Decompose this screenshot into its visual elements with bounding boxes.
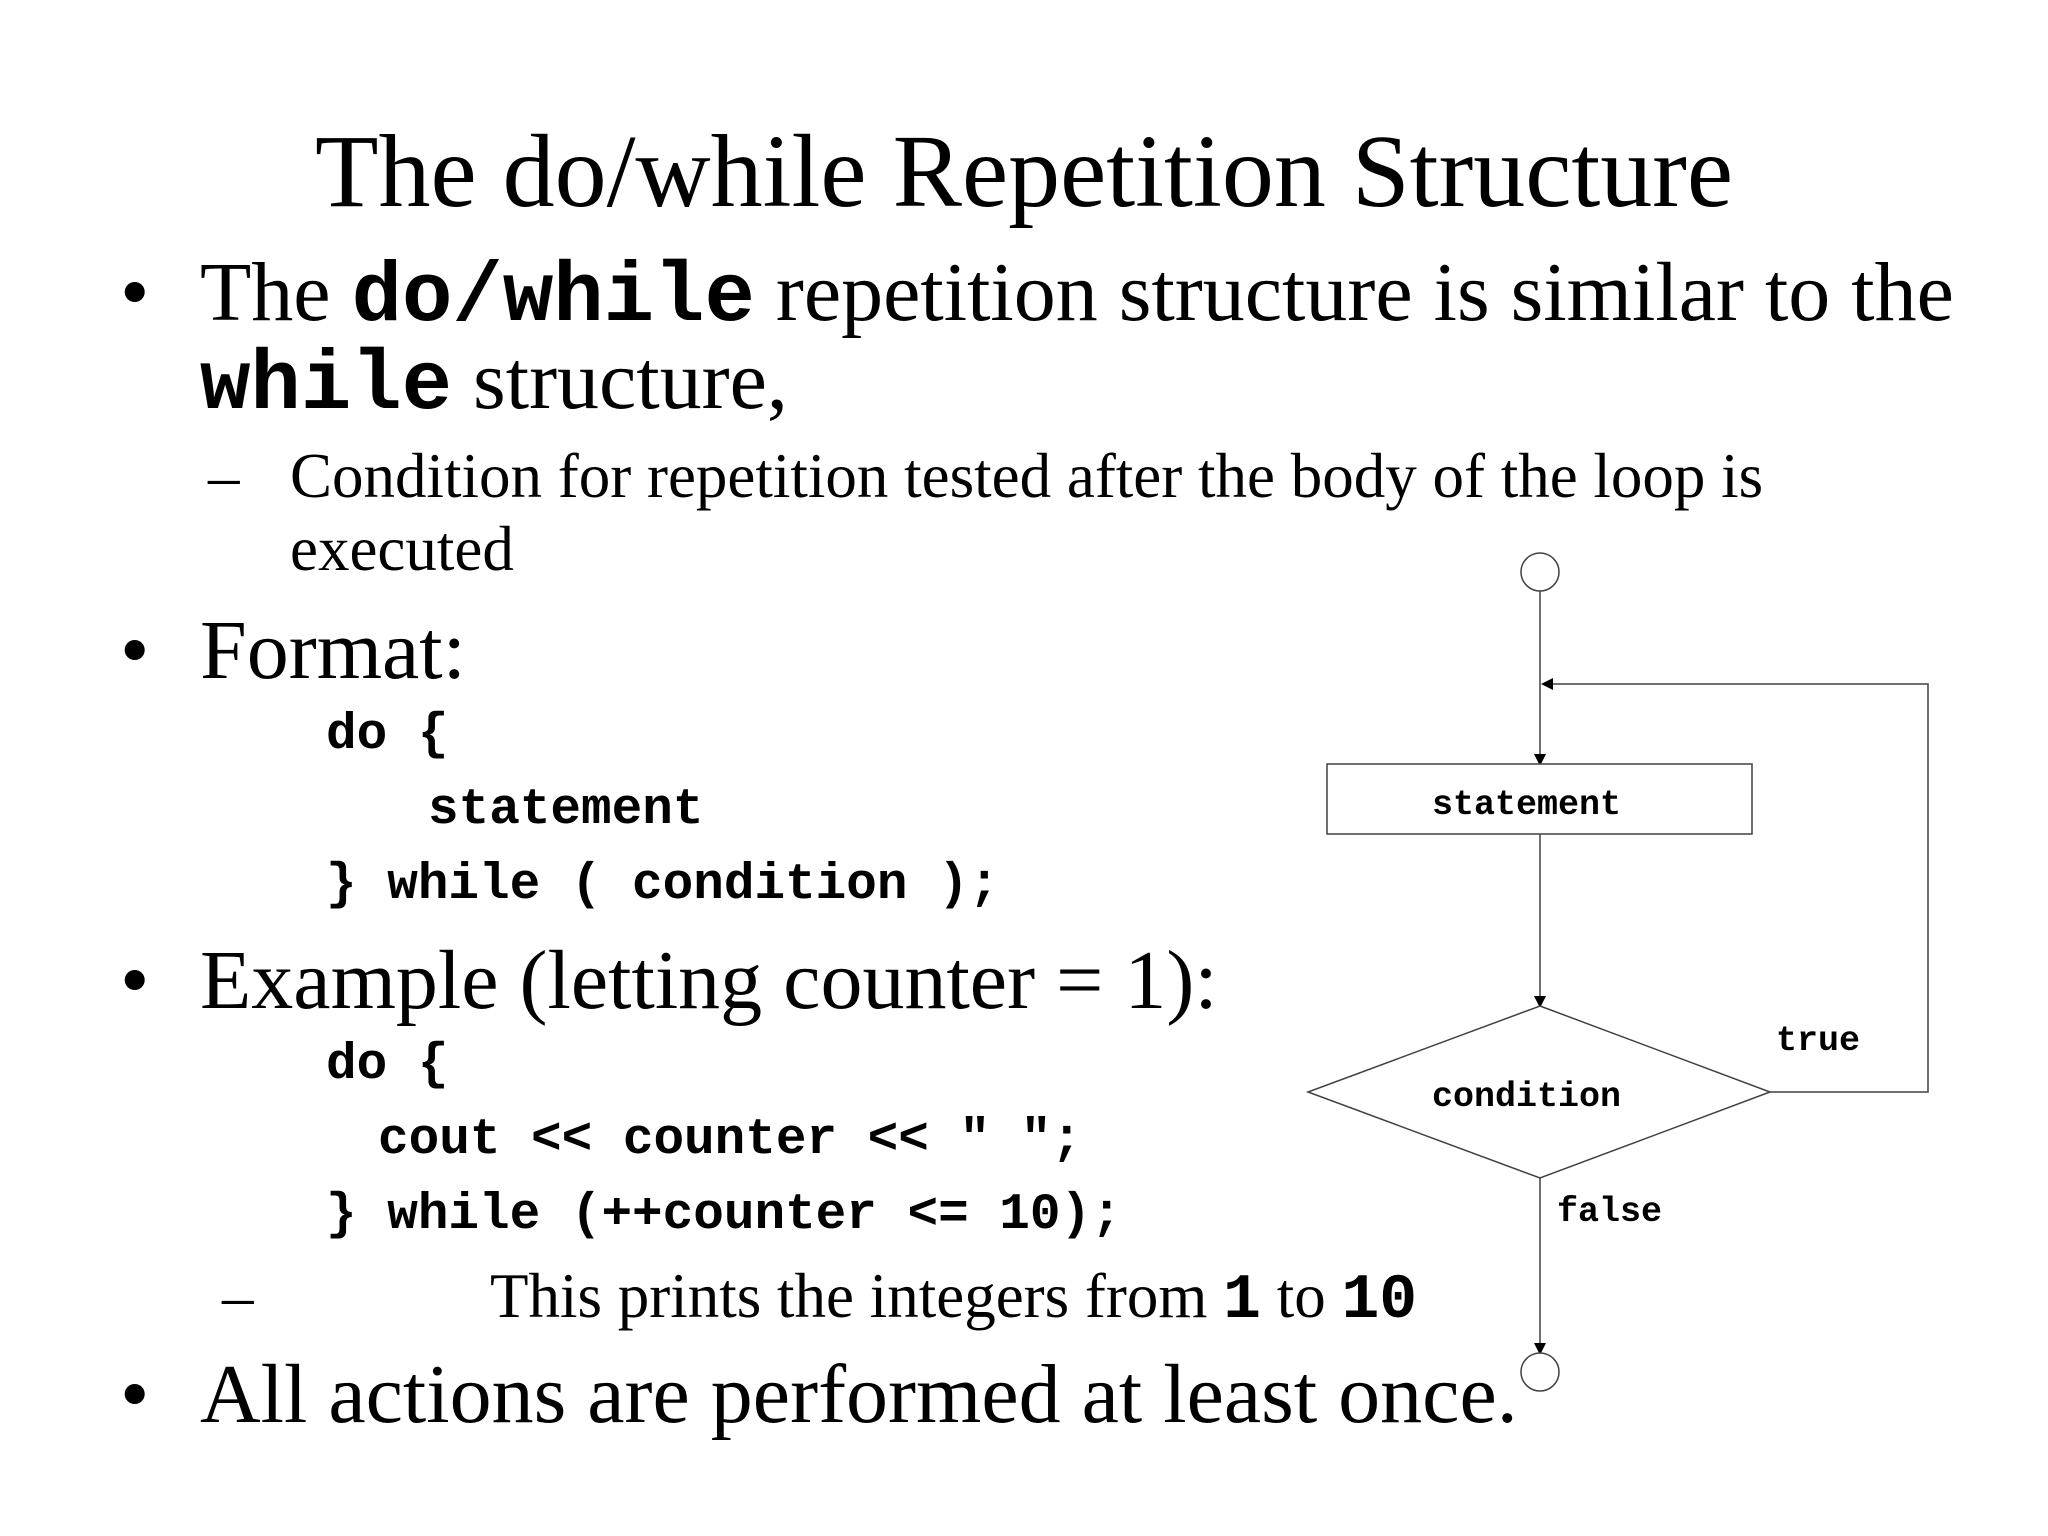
format-code-line2: statement <box>428 782 704 839</box>
flowchart-statement-box <box>1326 763 1753 835</box>
slide-title: The do/while Repetition Structure <box>314 114 1734 229</box>
bullet-marker: • <box>120 604 150 697</box>
flowchart-false-label: false <box>1557 1192 1663 1232</box>
example-code-line2: cout << counter << " "; <box>378 1112 1082 1169</box>
bullet1-line1: The do/while repetition structure is sim… <box>200 248 1954 344</box>
example-code-line1: do { <box>326 1037 449 1094</box>
flowchart-true-loop <box>1541 678 1929 1093</box>
sub2-code-10: 10 <box>1341 1265 1418 1336</box>
flowchart-end-node <box>1520 1352 1560 1392</box>
format-code-line3: } while ( condition ); <box>326 857 1000 914</box>
flowchart-statement-label: statement <box>1432 785 1622 825</box>
flowchart-true-label: true <box>1776 1021 1861 1061</box>
bullet2-text: Format: <box>200 604 466 697</box>
bullet1-text-start: The <box>200 246 352 339</box>
format-code-line1: do { <box>326 707 449 764</box>
sub2-text-start: This prints the integers from <box>490 1261 1224 1331</box>
flowchart-condition-label: condition <box>1432 1077 1622 1117</box>
sub1-line1: Condition for repetition tested after th… <box>290 441 1764 511</box>
sub2-code-1: 1 <box>1223 1265 1261 1336</box>
bullet3-text: Example (letting counter = 1): <box>200 934 1218 1027</box>
example-code-line3: } while (++counter <= 10); <box>326 1187 1122 1244</box>
bullet-marker: • <box>120 934 150 1027</box>
bullet1-line2: while structure, <box>200 336 788 432</box>
sub2-text-to: to <box>1260 1261 1342 1331</box>
sub-dash-marker: – <box>208 441 240 511</box>
bullet-marker: • <box>120 1348 150 1441</box>
bullet1-code-while: while <box>200 339 453 434</box>
bullet1-code-dowhile: do/while <box>351 251 755 346</box>
bullet-marker: • <box>120 246 150 339</box>
sub1-line2: executed <box>290 514 514 584</box>
sub2-line: This prints the integers from 1 to 10 <box>490 1260 1417 1337</box>
flowchart-start-node <box>1520 552 1560 592</box>
bullet4-text: All actions are performed at least once. <box>200 1348 1518 1441</box>
bullet1-text-end: repetition structure is similar to the <box>754 246 1954 339</box>
sub-dash-marker: – <box>222 1261 254 1331</box>
bullet1-text-structure: structure, <box>452 334 788 427</box>
